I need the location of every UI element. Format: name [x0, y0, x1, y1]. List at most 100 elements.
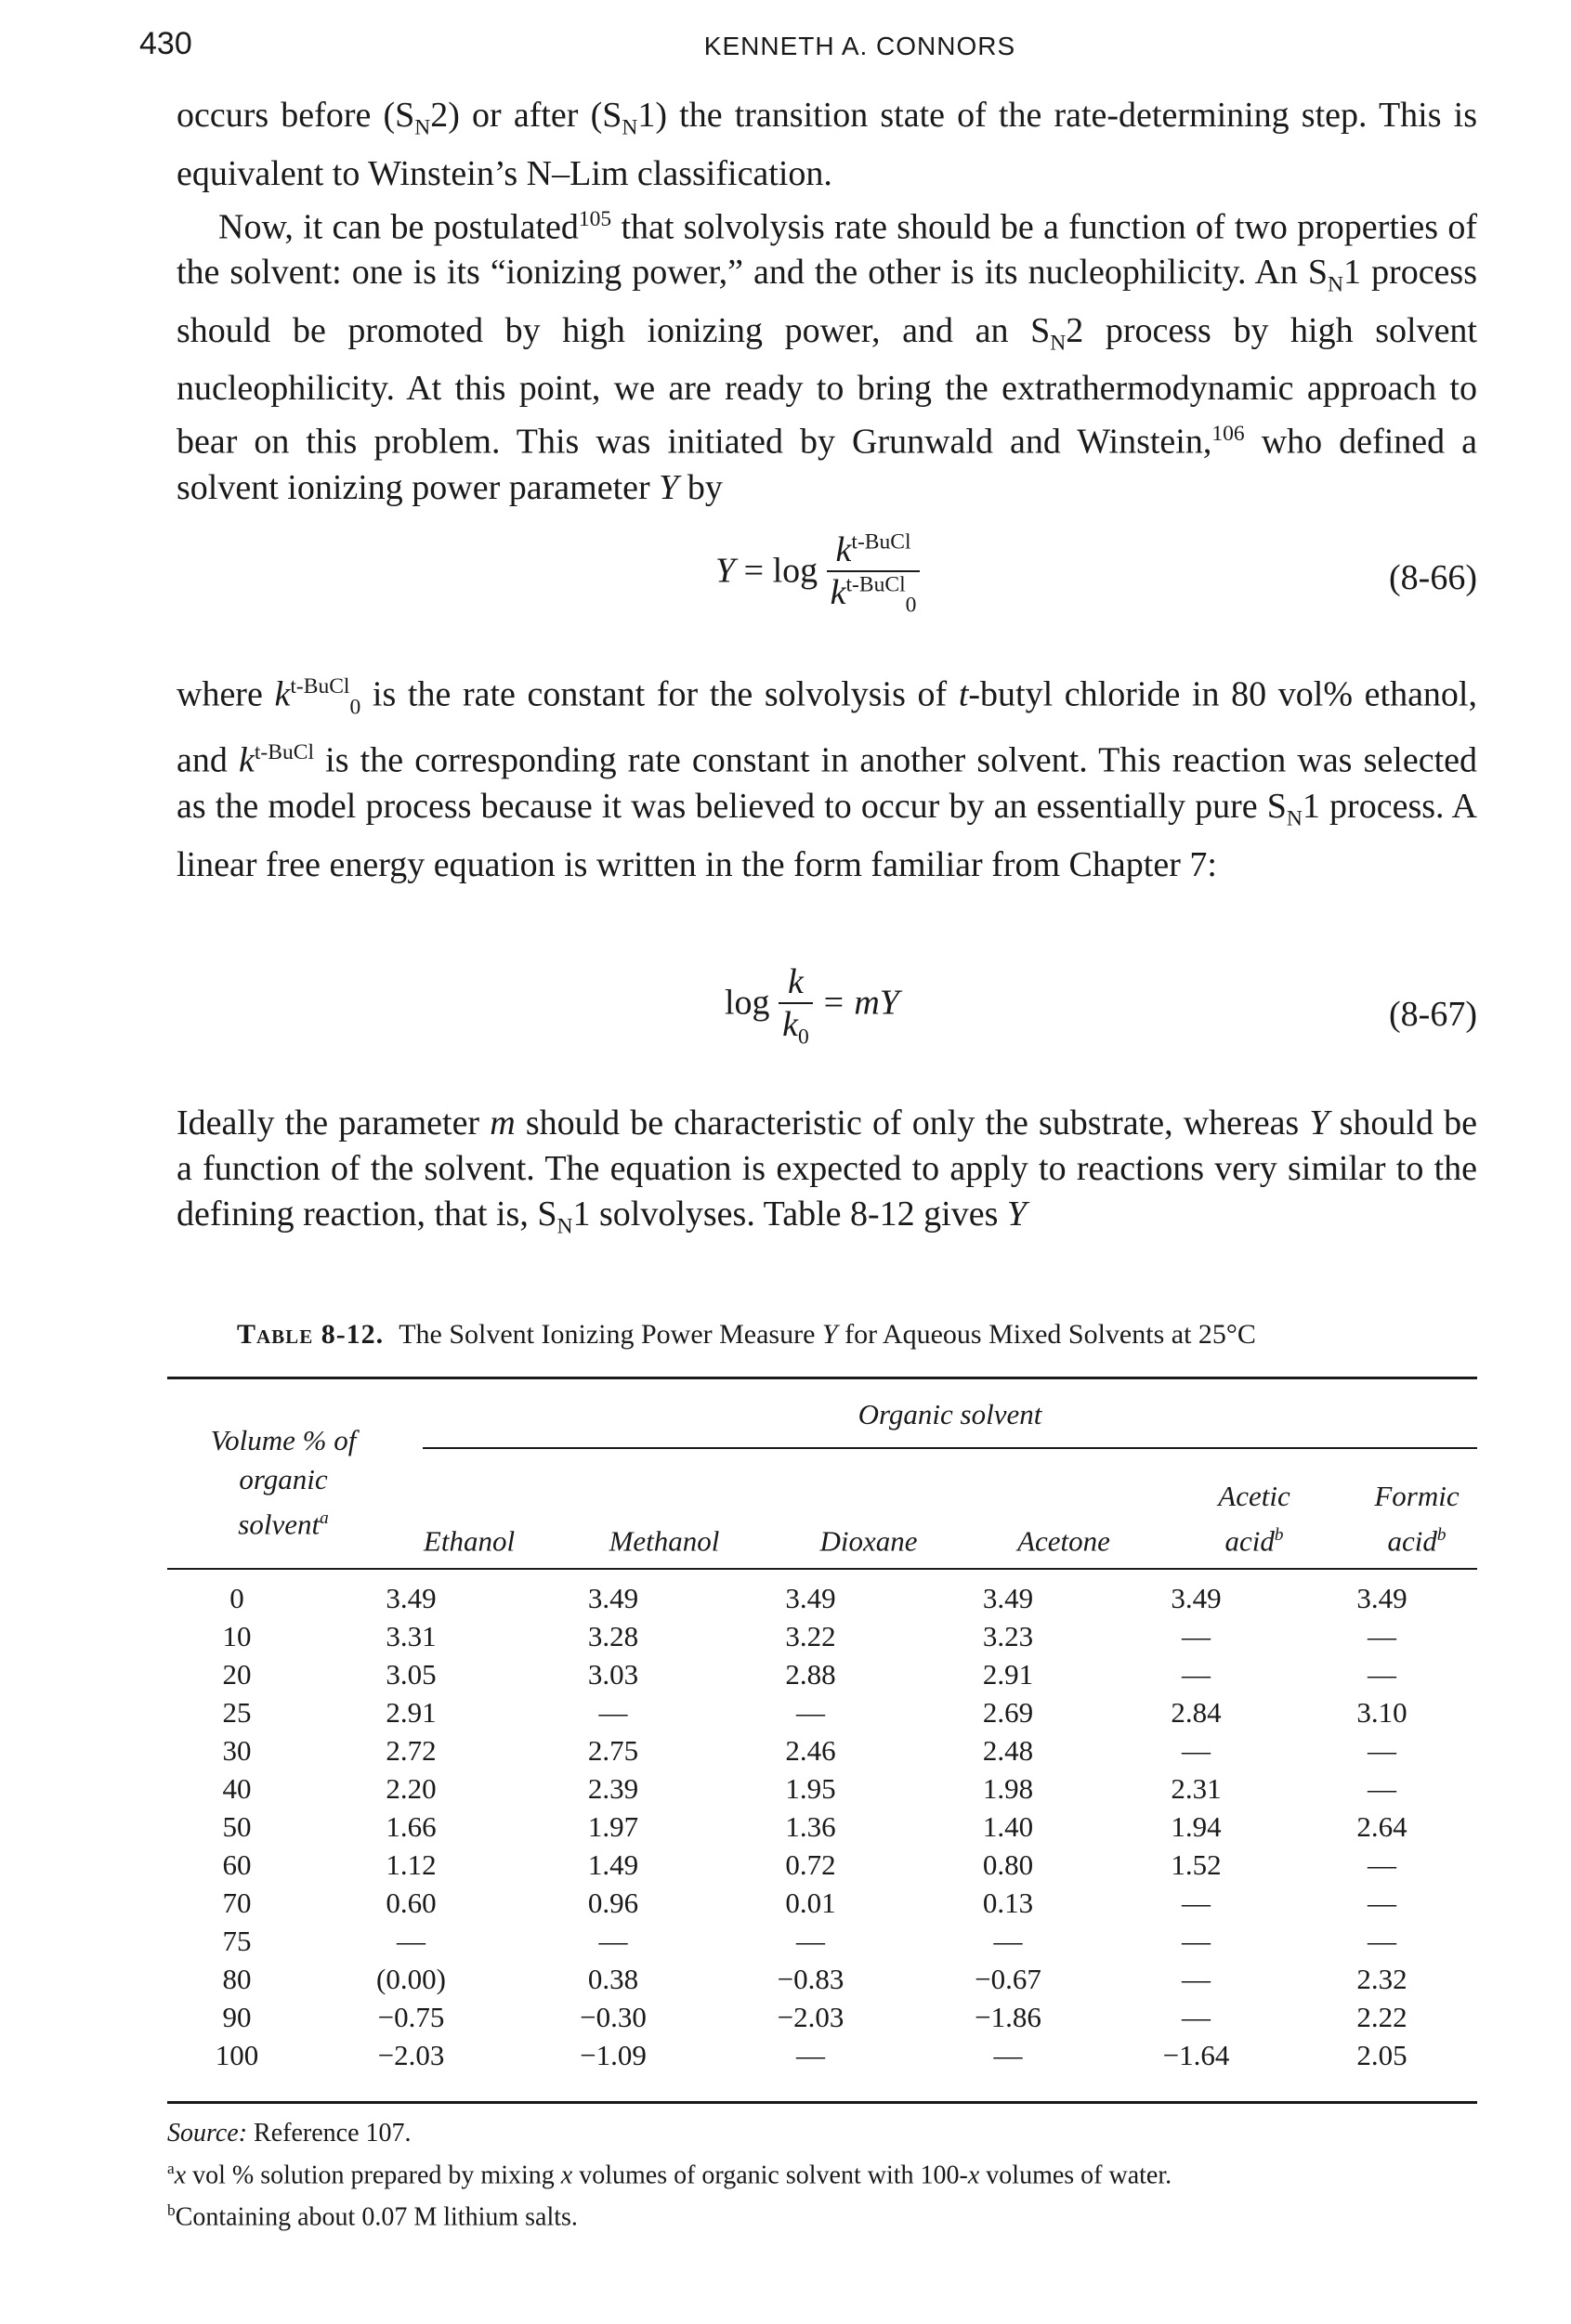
- table-cell: 1.40: [982, 1809, 1034, 1843]
- table-cell: −1.64: [1162, 2038, 1230, 2071]
- row-label-volume: 75: [222, 1924, 252, 1957]
- body-text-bottom: Ideally the parameter m should be charac…: [177, 1101, 1477, 1250]
- table-cell: 1.49: [587, 1847, 639, 1881]
- table-cell: 2.46: [785, 1733, 836, 1767]
- equation-8-66-expression: Y = log kt-BuCl kt-BuCl0: [715, 529, 921, 619]
- table-cell: −1.86: [975, 2000, 1041, 2033]
- table-cell: —: [598, 1695, 628, 1729]
- table-row: 75 — — — — — —: [167, 1922, 1477, 1960]
- table-cell: 1.98: [982, 1771, 1034, 1805]
- table-top-rule: [167, 1377, 1477, 1379]
- paragraph-4: Ideally the parameter m should be charac…: [177, 1103, 1477, 1239]
- paragraph-1: occurs before (SN2) or after (SN1) the t…: [177, 96, 1477, 193]
- table-cell: 2.69: [982, 1695, 1034, 1729]
- row-label-volume: 60: [222, 1847, 252, 1881]
- table-cell: 2.32: [1356, 1962, 1407, 1995]
- table-cell: 3.49: [1171, 1581, 1222, 1614]
- table-cell: —: [796, 1924, 825, 1957]
- row-label-volume: 20: [222, 1657, 252, 1691]
- table-cell: 0.01: [785, 1886, 836, 1919]
- table-cell: 2.72: [386, 1733, 437, 1767]
- table-cell: 2.75: [587, 1733, 639, 1767]
- paragraph-3: where kt-BuCl0 is the rate constant for …: [177, 674, 1477, 884]
- table-cell: —: [1182, 1657, 1211, 1691]
- table-cell: −2.03: [777, 2000, 844, 2033]
- table-cell: 1.66: [386, 1809, 437, 1843]
- table-cell: 2.22: [1356, 2000, 1407, 2033]
- table-cell: 3.28: [587, 1619, 639, 1652]
- table-bottom-rule: [167, 2101, 1477, 2104]
- row-label-volume: 90: [222, 2000, 252, 2033]
- body-text-top: occurs before (SN2) or after (SN1) the t…: [177, 93, 1477, 511]
- table-cell: 3.05: [386, 1657, 437, 1691]
- table-header-rule: [167, 1568, 1477, 1570]
- table-cell: −2.03: [377, 2038, 445, 2071]
- column-header-dioxane: Dioxane: [819, 1524, 918, 1558]
- table-row: 90 −0.75 −0.30 −2.03 −1.86 — 2.22: [167, 1998, 1477, 2036]
- equation-number-8-66: (8-66): [1389, 558, 1477, 597]
- table-cell: 2.91: [386, 1695, 437, 1729]
- table-cell: —: [1368, 1771, 1396, 1805]
- table-cell: 3.49: [982, 1581, 1034, 1614]
- table-cell: —: [993, 1924, 1023, 1957]
- table-cell: —: [1182, 1962, 1211, 1995]
- table-cell: 3.22: [785, 1619, 836, 1652]
- table-cell: −0.30: [580, 2000, 647, 2033]
- table-cell: 1.95: [785, 1771, 836, 1805]
- column-header-ethanol: Ethanol: [423, 1524, 516, 1558]
- table-cell: −0.67: [975, 1962, 1041, 1995]
- row-label-volume: 70: [222, 1886, 252, 1919]
- table-cell: 0.38: [587, 1962, 639, 1995]
- row-label-volume: 80: [222, 1962, 252, 1995]
- table-cell: —: [1368, 1733, 1396, 1767]
- table-cell: 1.12: [386, 1847, 437, 1881]
- table-cell: —: [1368, 1924, 1396, 1957]
- row-label-volume: 30: [222, 1733, 252, 1767]
- stub-header: Volume % of organic solventa: [210, 1424, 357, 1541]
- table-cell: 2.84: [1171, 1695, 1222, 1729]
- table-row: 80(0.00)0.38−0.83−0.67—2.32: [167, 1960, 1477, 1998]
- table-cell: 3.10: [1356, 1695, 1407, 1729]
- footnote-a: ax vol % solution prepared by mixing x v…: [167, 2160, 1172, 2190]
- equation-number-8-67: (8-67): [1389, 995, 1477, 1034]
- table-cell: −1.09: [580, 2038, 647, 2071]
- table-group-rule: [423, 1447, 1477, 1449]
- table-cell: −0.83: [777, 1962, 844, 1995]
- table-cell: 0.72: [785, 1847, 836, 1881]
- table-caption: Table 8-12.The Solvent Ionizing Power Me…: [237, 1319, 1256, 1350]
- table-cell: —: [1182, 1733, 1211, 1767]
- row-label-volume: 0: [229, 1581, 244, 1614]
- table-number: Table 8-12.: [237, 1319, 385, 1350]
- column-header-methanol: Methanol: [609, 1524, 720, 1558]
- equation-8-67: log k k0 = mY (8-67): [177, 952, 1477, 1064]
- table-cell: 2.20: [386, 1771, 437, 1805]
- table-cell: 1.94: [1171, 1809, 1222, 1843]
- table-cell: —: [1182, 2000, 1211, 2033]
- row-label-volume: 100: [215, 2038, 259, 2071]
- footnote-b: bContaining about 0.07 M lithium salts.: [167, 2201, 578, 2232]
- table-cell: —: [1182, 1924, 1211, 1957]
- table-cell: —: [1368, 1886, 1396, 1919]
- table-cell: —: [397, 1924, 425, 1957]
- table-cell: —: [1368, 1657, 1396, 1691]
- table-cell: 0.96: [587, 1886, 639, 1919]
- table-cell: —: [1368, 1619, 1396, 1652]
- row-label-volume: 25: [222, 1695, 252, 1729]
- table-cell: −0.75: [377, 2000, 445, 2033]
- table-cell: —: [598, 1924, 628, 1957]
- table-cell: 3.49: [386, 1581, 437, 1614]
- table-cell: 3.23: [982, 1619, 1034, 1652]
- group-header-organic-solvent: Organic solvent: [858, 1398, 1042, 1430]
- table-cell: 2.88: [785, 1657, 836, 1691]
- table-cell: 2.64: [1356, 1809, 1407, 1843]
- table-cell: 0.60: [386, 1886, 437, 1919]
- table-cell: —: [796, 1695, 825, 1729]
